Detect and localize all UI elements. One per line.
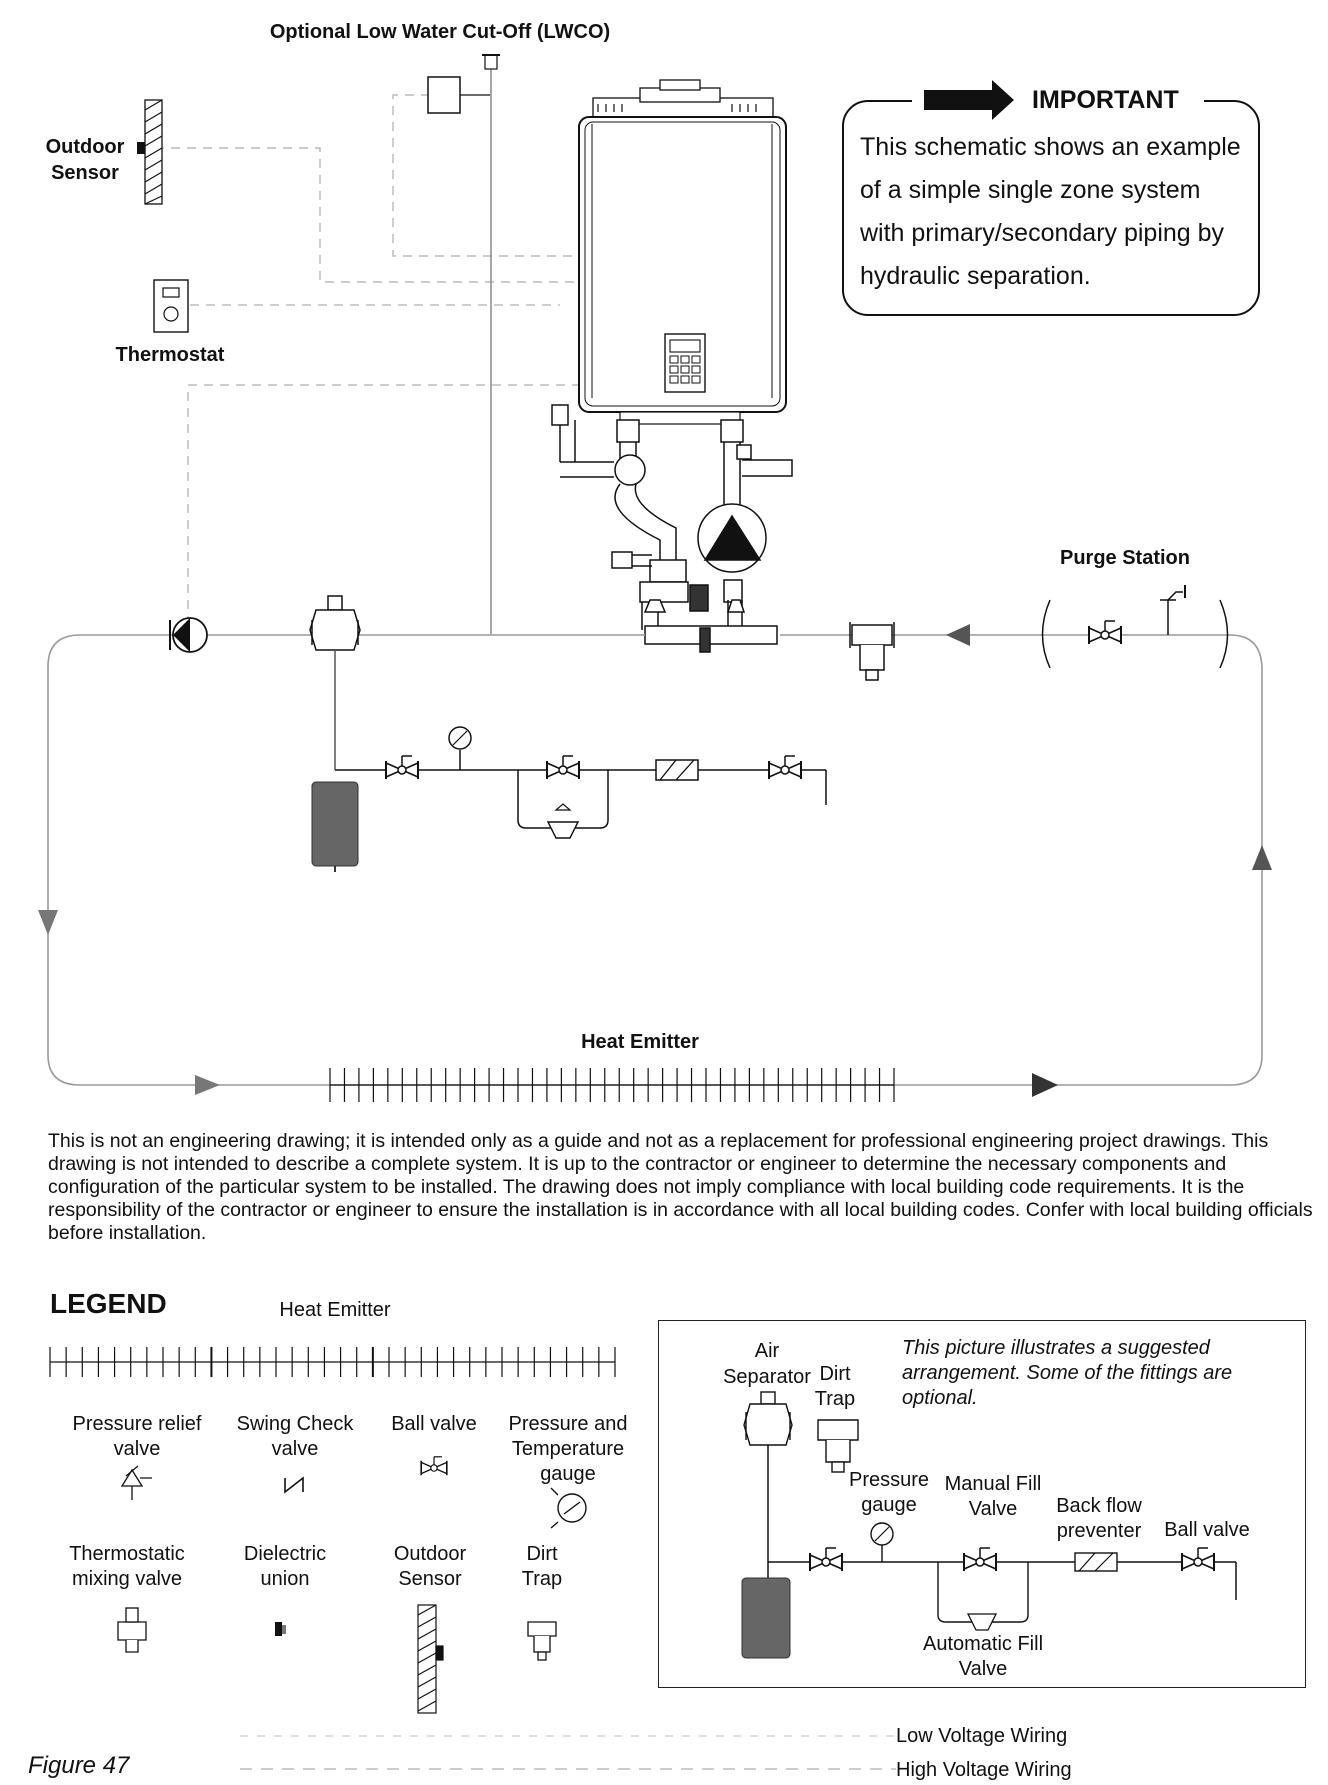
thermostat-label: Thermostat bbox=[115, 344, 225, 366]
dirt-trap-icon bbox=[527, 1621, 557, 1661]
outdoor-sensor-label: Outdoor Sensor bbox=[45, 136, 125, 184]
system-pump bbox=[169, 617, 208, 653]
important-text: This schematic shows an example of a sim… bbox=[860, 133, 1241, 290]
lwco bbox=[427, 54, 500, 634]
inset-pressure-gauge-label: Pressure gauge bbox=[848, 1469, 930, 1516]
legend-item-ball-valve: Ball valve bbox=[391, 1413, 477, 1435]
legend-item-pt-gauge: Pressure and Temperature gauge bbox=[508, 1413, 628, 1485]
heat-emitter-label: Heat Emitter bbox=[581, 1031, 699, 1053]
legend-item-pressure-relief: Pressure relief valve bbox=[72, 1413, 202, 1460]
legend-item-dirt-trap: Dirt Trap bbox=[521, 1543, 563, 1590]
outdoor-sensor-icon bbox=[417, 1604, 444, 1714]
disclaimer-text: This is not an engineering drawing; it i… bbox=[48, 1130, 1313, 1244]
legend-item-dielectric-union: Dielectric union bbox=[243, 1543, 327, 1590]
inset-back-flow-label: Back flow preventer bbox=[1056, 1495, 1142, 1542]
lwco-label: Optional Low Water Cut-Off (LWCO) bbox=[269, 21, 611, 43]
inset-note: This picture illustrates a suggested arr… bbox=[902, 1337, 1233, 1409]
inset-dirt-trap-label: Dirt Trap bbox=[814, 1363, 856, 1410]
inset-box bbox=[658, 1320, 1306, 1688]
air-separator bbox=[309, 595, 361, 770]
inset-auto-fill-label: Automatic Fill Valve bbox=[922, 1633, 1044, 1680]
high-voltage-label: High Voltage Wiring bbox=[896, 1759, 1072, 1781]
pressure-relief-valve-icon bbox=[120, 1465, 152, 1500]
outdoor-sensor bbox=[137, 99, 163, 205]
low-voltage-label: Low Voltage Wiring bbox=[896, 1725, 1068, 1747]
dirt-trap bbox=[849, 622, 895, 681]
fill-assembly bbox=[311, 726, 827, 872]
boiler-piping bbox=[551, 404, 793, 653]
heat-emitter bbox=[329, 1068, 895, 1102]
figure-label: Figure 47 bbox=[28, 1752, 130, 1779]
swing-check-valve-icon bbox=[284, 1476, 304, 1494]
legend-item-swing-check: Swing Check valve bbox=[236, 1413, 354, 1460]
wiring-legend-lines bbox=[240, 1735, 896, 1770]
pipe-loop bbox=[47, 634, 1263, 1086]
important-title: IMPORTANT bbox=[1032, 85, 1179, 114]
low-voltage-wiring bbox=[155, 94, 580, 625]
legend-title: LEGEND bbox=[50, 1288, 167, 1319]
legend-heat-emitter-icon bbox=[49, 1347, 616, 1377]
flow-arrows bbox=[38, 624, 1272, 1097]
dielectric-union-icon bbox=[275, 1622, 286, 1636]
important-heading: IMPORTANT bbox=[912, 80, 1204, 120]
inset-manual-fill-label: Manual Fill Valve bbox=[944, 1473, 1042, 1520]
thermostatic-mixing-valve-icon bbox=[117, 1607, 147, 1653]
ball-valve-icon bbox=[420, 1456, 448, 1476]
purge-station-label: Purge Station bbox=[1059, 547, 1190, 569]
legend-heat-emitter-label: Heat Emitter bbox=[279, 1299, 391, 1321]
legend-item-outdoor-sensor: Outdoor Sensor bbox=[393, 1543, 467, 1590]
inset-ball-valve-label: Ball valve bbox=[1164, 1519, 1250, 1541]
legend-item-mixing-valve: Thermostatic mixing valve bbox=[69, 1543, 185, 1590]
purge-station bbox=[1041, 585, 1229, 669]
inset-air-separator-label: Air Separator bbox=[723, 1340, 811, 1388]
pressure-temperature-gauge-icon bbox=[550, 1487, 587, 1529]
inset-fill-diagram bbox=[741, 1391, 1237, 1659]
boiler bbox=[578, 79, 787, 425]
arrow-right-icon bbox=[924, 80, 1014, 120]
thermostat bbox=[153, 279, 189, 333]
